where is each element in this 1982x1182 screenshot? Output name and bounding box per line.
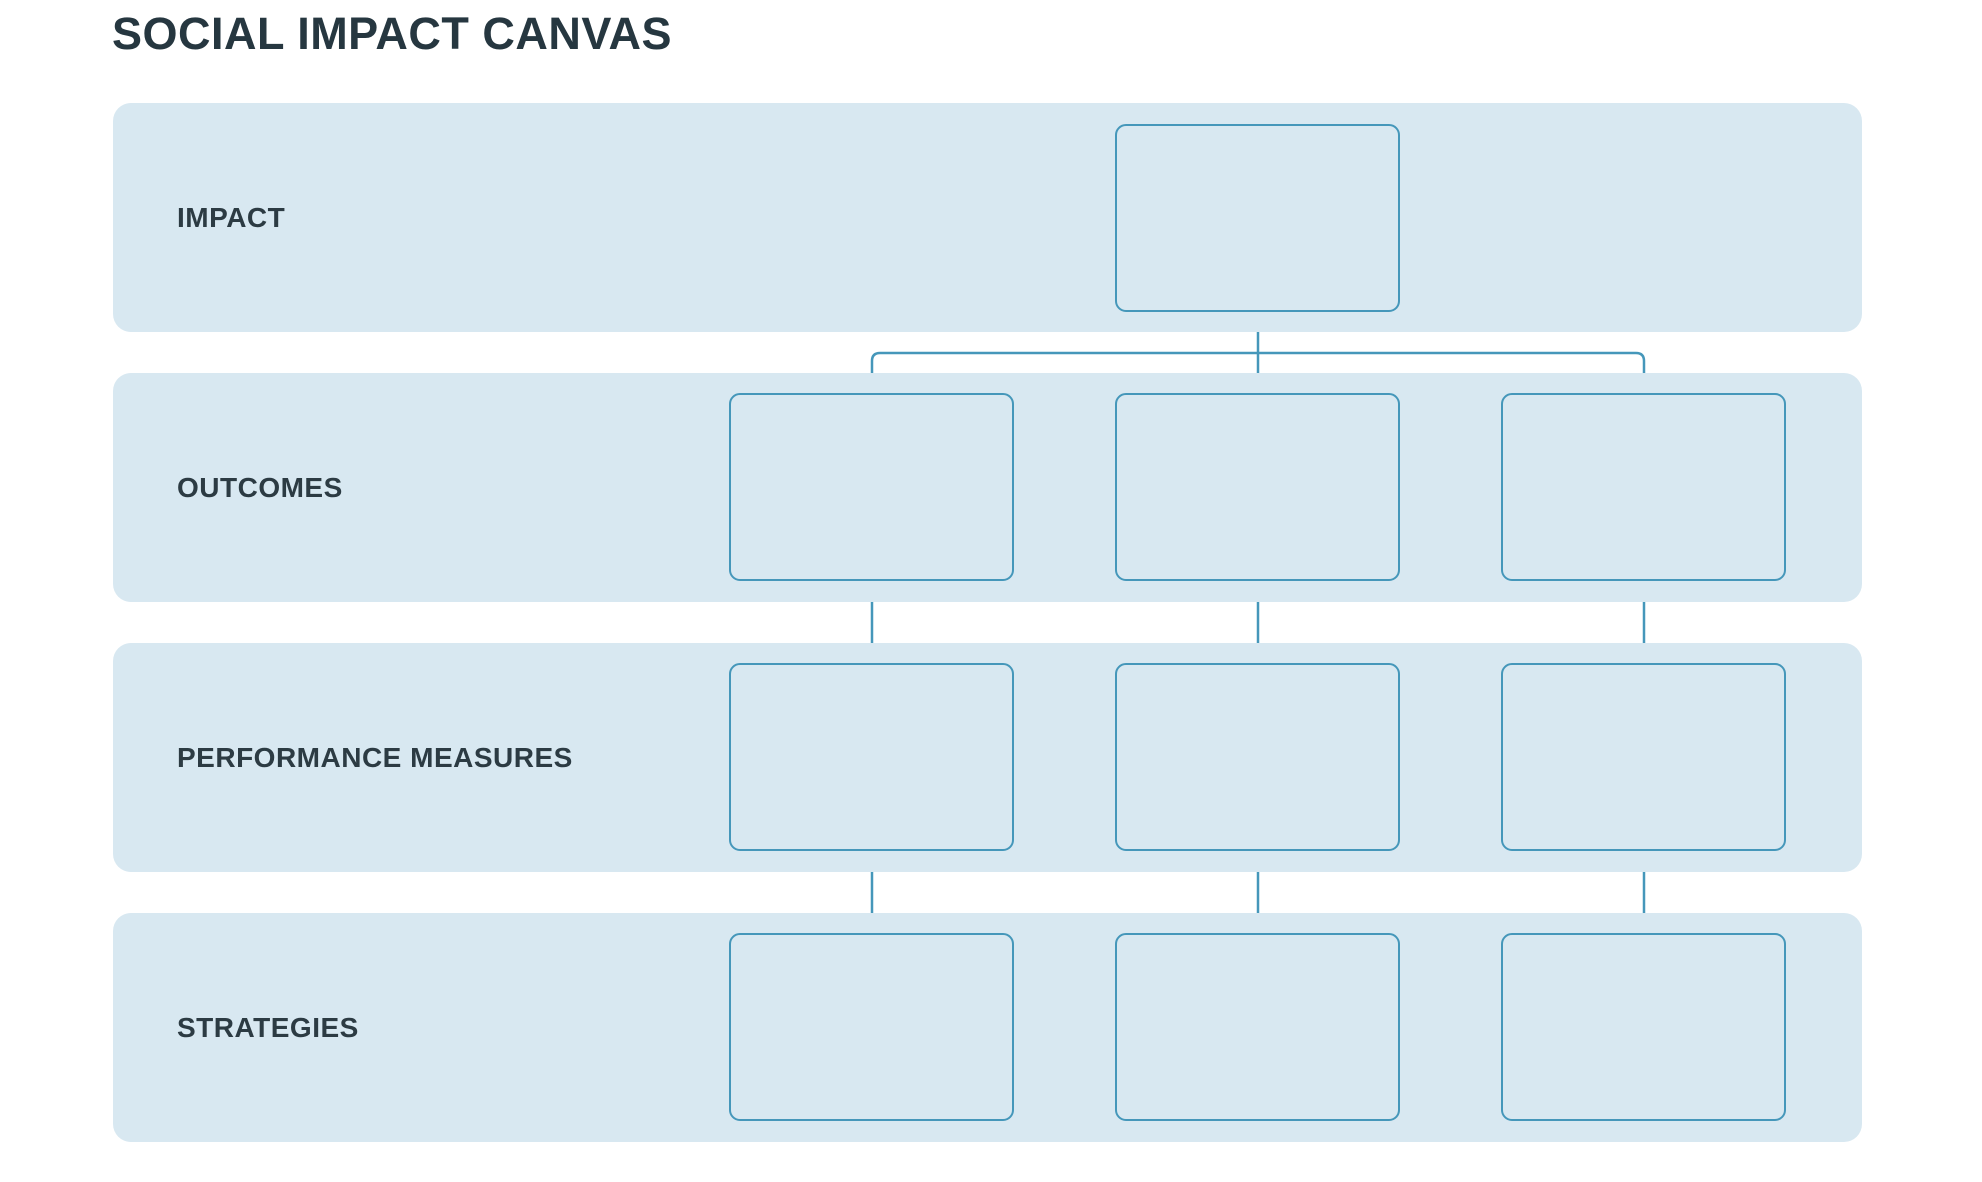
impact-box[interactable] [1115,124,1400,312]
page-title: SOCIAL IMPACT CANVAS [112,8,673,59]
outcomes-box-3[interactable] [1501,393,1786,581]
outcomes-box-1[interactable] [729,393,1014,581]
strategies-box-3[interactable] [1501,933,1786,1121]
row-label-impact: IMPACT [177,201,286,233]
strategies-box-2[interactable] [1115,933,1400,1121]
row-label-strategies: STRATEGIES [177,1011,359,1043]
row-label-outcomes: OUTCOMES [177,471,343,503]
performance-measures-box-3[interactable] [1501,663,1786,851]
strategies-box-1[interactable] [729,933,1014,1121]
performance-measures-box-2[interactable] [1115,663,1400,851]
band-impact: IMPACT [113,103,1862,332]
row-label-performance-measures: PERFORMANCE MEASURES [177,741,573,773]
outcomes-box-2[interactable] [1115,393,1400,581]
performance-measures-box-1[interactable] [729,663,1014,851]
